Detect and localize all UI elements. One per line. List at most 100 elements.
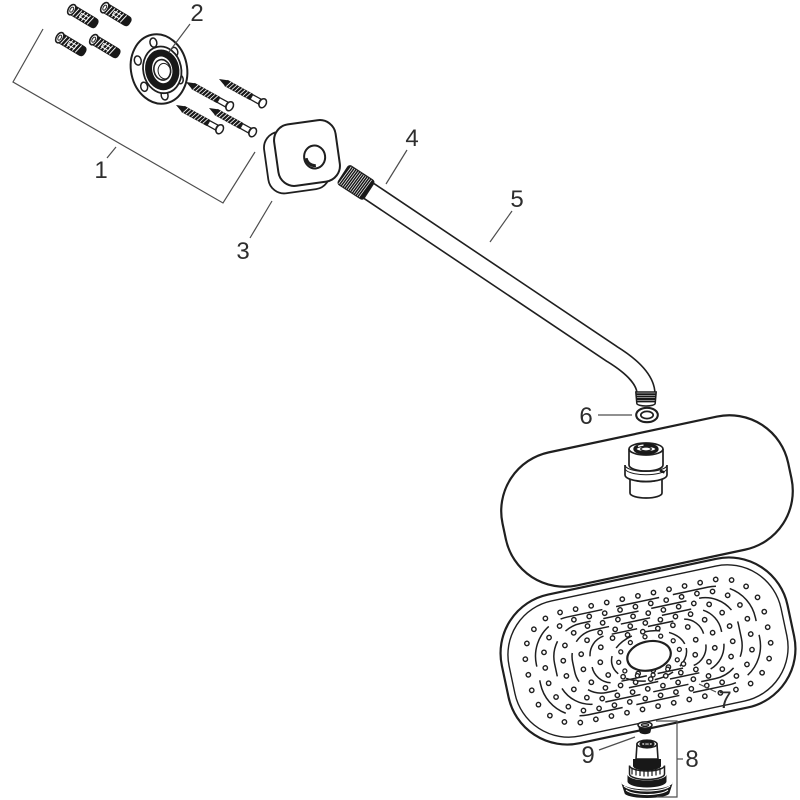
thread-line: [356, 178, 371, 197]
valve-dark-disc-1: [633, 759, 661, 771]
showerhead-body: [500, 414, 794, 588]
nozzle-hole: [617, 682, 624, 689]
screw-head-edge: [224, 101, 230, 109]
screw-thread-line: [245, 92, 251, 98]
anchor-thread-line: [63, 38, 71, 46]
anchor-thread-line: [108, 8, 116, 16]
nozzle-hole: [565, 703, 572, 710]
nozzle-hole: [747, 680, 754, 687]
nozzle-hole: [657, 616, 664, 623]
nozzle-hole: [650, 672, 656, 678]
screw-head-edge: [214, 124, 220, 132]
screw-thread-line: [188, 110, 194, 116]
nozzle-hole: [711, 644, 718, 651]
spray-ring-arc: [534, 585, 762, 717]
sieve-seal: [637, 721, 653, 735]
nozzle-hole: [588, 679, 595, 686]
thread-line: [347, 172, 361, 191]
o-ring-inner: [639, 410, 655, 420]
flange-bolt-hole: [139, 81, 149, 93]
escutcheon-hole-shading: [304, 157, 317, 168]
anchor-thread-line: [78, 11, 86, 20]
nozzle-hole: [754, 594, 761, 601]
nozzle-hole: [687, 611, 694, 618]
nozzle-hole: [724, 592, 731, 599]
callout-3: 3: [236, 238, 249, 265]
nozzle-hole: [570, 629, 577, 636]
nozzle-hole: [528, 687, 535, 694]
screw-head: [215, 123, 225, 135]
stub-collar-notch: [659, 469, 665, 474]
showerhead-inlet-stub: [624, 442, 668, 499]
spray-plate: [499, 556, 797, 746]
nozzle-hole: [584, 637, 590, 644]
anchor-thread-line: [105, 6, 113, 14]
screw-thread-line: [202, 118, 208, 124]
nozzle-hole: [674, 657, 680, 663]
nozzle-hole: [743, 583, 750, 590]
arm-tip-thread: [634, 391, 658, 407]
spray-plate-center-hole: [626, 639, 672, 672]
nozzle-hole: [676, 646, 683, 653]
nozzle-hole: [642, 695, 649, 702]
anchor-slot: [100, 42, 112, 52]
wall-anchor: [54, 31, 87, 57]
nozzle-hole: [733, 686, 739, 693]
callout-1: 1: [94, 157, 107, 184]
screw-thread-line: [235, 121, 241, 127]
flange-thread-ring: [145, 49, 180, 91]
nozzle-hole: [632, 679, 639, 686]
nozzle-hole: [602, 684, 609, 691]
nozzle-hole: [660, 607, 667, 613]
nozzle-hole: [616, 659, 622, 665]
nozzle-hole: [592, 716, 599, 723]
flow-regulator-assembly: [621, 739, 673, 798]
thread-line: [349, 173, 363, 192]
nozzle-hole: [666, 586, 672, 593]
anchor-slot: [66, 40, 78, 50]
nozzle-hole: [639, 706, 646, 713]
screw-thread-line: [228, 83, 235, 89]
nozzle-hole: [611, 702, 618, 709]
thread-line: [353, 176, 367, 194]
nozzle-hole: [663, 597, 670, 604]
spray-ring-arc: [553, 597, 743, 705]
screw-thread-line: [209, 94, 216, 100]
callout-2: 2: [190, 0, 203, 27]
nozzle-hole: [747, 631, 754, 637]
nozzle-hole: [599, 619, 606, 626]
nozzle-hole: [642, 620, 649, 626]
nozzle-hole: [686, 696, 693, 703]
screw-thread-line: [195, 86, 202, 92]
nozzle-hole: [647, 600, 654, 607]
leader-4: [385, 149, 408, 185]
nozzle-hole: [577, 719, 584, 726]
wall-anchor: [99, 1, 132, 27]
anchor-mouth-bore: [102, 4, 108, 11]
valve-top-ring: [639, 740, 655, 748]
screw-thread-line: [199, 117, 206, 123]
valve-dark-disc-2: [627, 774, 667, 788]
screw-thread-line: [212, 95, 218, 101]
nozzle-hole: [675, 603, 682, 610]
nozzle-hole: [627, 623, 634, 630]
nozzle-hole: [629, 689, 636, 695]
anchor-mouth-bore: [69, 6, 75, 13]
anchor-mouth-bore: [57, 34, 63, 41]
nozzle-hole: [542, 615, 549, 622]
seal-center: [640, 722, 650, 728]
nozzle-hole: [596, 705, 602, 712]
stub-base-cylinder: [629, 477, 663, 499]
nozzle-hole: [530, 626, 537, 633]
valve-band-ridges: [631, 768, 661, 777]
anchor-thread-line: [66, 39, 74, 48]
nozzle-hole: [632, 603, 639, 610]
nozzle-hole: [561, 719, 568, 725]
nozzle-hole: [556, 623, 563, 629]
anchor-mouth-bore: [91, 36, 97, 43]
nozzle-hole: [692, 636, 699, 643]
screw-threaded-shaft: [224, 79, 254, 100]
screw-thread-line: [242, 91, 249, 97]
